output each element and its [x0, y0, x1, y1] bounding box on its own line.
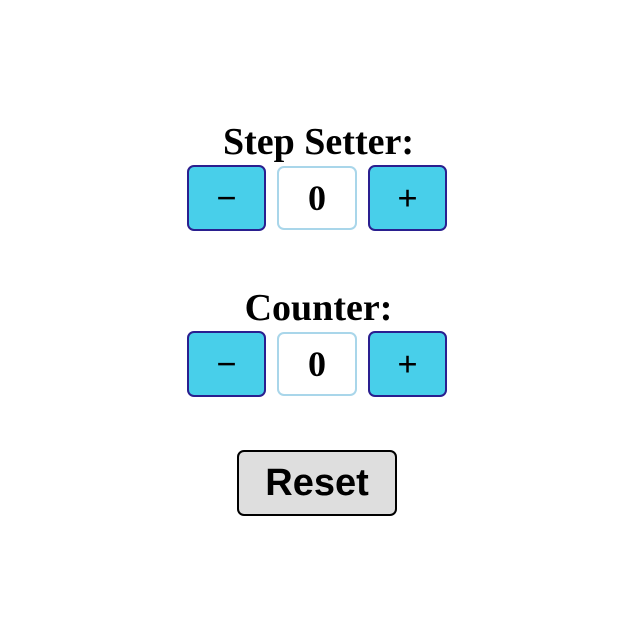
- counter-controls: − 0 +: [187, 331, 447, 397]
- step-setter-controls: − 0 +: [187, 165, 447, 231]
- reset-button[interactable]: Reset: [237, 450, 397, 516]
- counter-increment-button[interactable]: +: [368, 331, 447, 397]
- counter-title: Counter:: [244, 287, 393, 329]
- step-decrement-button[interactable]: −: [187, 165, 266, 231]
- counter-value-display: 0: [277, 332, 357, 396]
- counter-decrement-button[interactable]: −: [187, 331, 266, 397]
- step-setter-title: Step Setter:: [223, 121, 414, 163]
- step-increment-button[interactable]: +: [368, 165, 447, 231]
- step-value-display: 0: [277, 166, 357, 230]
